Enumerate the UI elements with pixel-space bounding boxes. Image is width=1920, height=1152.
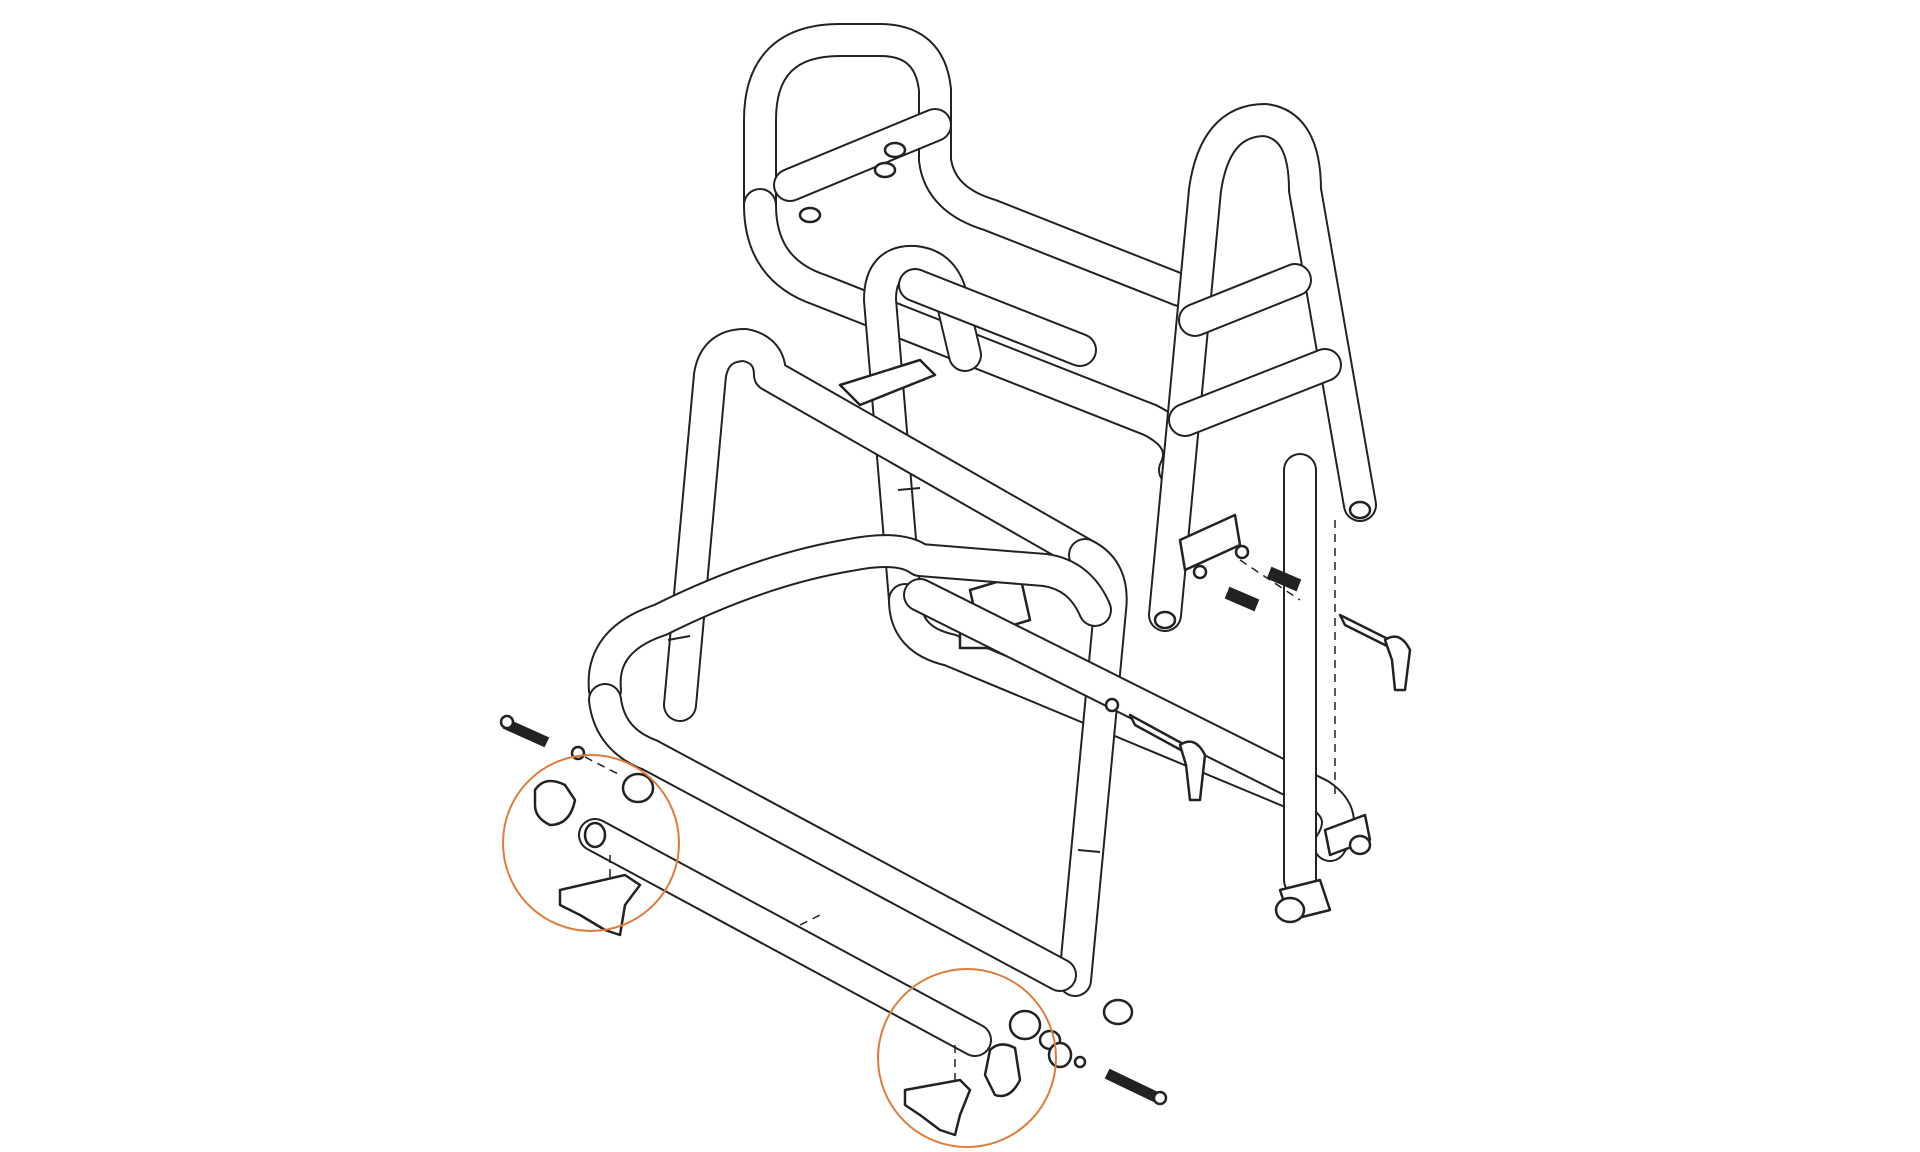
center-clamp xyxy=(838,358,937,407)
bumper-cap xyxy=(983,1043,1022,1098)
bolt-head-icon xyxy=(499,714,515,730)
tube-end-icon xyxy=(583,821,607,849)
quick-release-lever xyxy=(1383,635,1412,692)
end-cap-icon xyxy=(1102,998,1134,1026)
quick-release-lever xyxy=(1178,740,1207,802)
front-frame xyxy=(587,328,1355,997)
rear-frame xyxy=(743,23,1197,487)
pin-icon xyxy=(873,161,897,179)
tube-end-cap-icon xyxy=(1153,610,1177,630)
socket-bolt-icon xyxy=(1266,566,1302,592)
rear-leg-caster xyxy=(1274,453,1372,924)
tube-end-icon xyxy=(621,772,655,804)
tube-end-icon xyxy=(1008,1009,1042,1041)
long-bolt-icon xyxy=(1104,1068,1162,1104)
tube-end-cap-icon xyxy=(1348,500,1372,520)
washer-icon xyxy=(1234,544,1250,560)
caster-wheel-hub xyxy=(1274,896,1306,924)
mount-bracket xyxy=(1178,513,1242,572)
highlight-circle-right xyxy=(877,968,1057,1148)
highlight-circle-left xyxy=(502,754,680,932)
spacer-ring-icon xyxy=(1047,1041,1073,1069)
washer-icon xyxy=(1073,1055,1087,1069)
hardware-set-right xyxy=(1104,520,1412,802)
knob-icon xyxy=(1348,834,1372,856)
washer-icon xyxy=(1104,697,1120,713)
foot-bracket xyxy=(558,873,642,937)
pin-icon xyxy=(883,141,907,159)
pin-icon xyxy=(798,206,822,224)
washer-icon xyxy=(1192,564,1208,580)
left-exploded-parts xyxy=(499,714,992,1057)
right-side-frame xyxy=(1148,103,1377,632)
bumper-cap xyxy=(533,779,577,827)
right-exploded-parts xyxy=(903,998,1168,1137)
foot-bracket xyxy=(903,1078,972,1137)
highlight-callouts xyxy=(502,754,1057,1148)
leg-clamp xyxy=(1323,813,1372,857)
bolt-head-icon xyxy=(1152,1090,1168,1106)
socket-bolt-icon xyxy=(1224,586,1260,612)
